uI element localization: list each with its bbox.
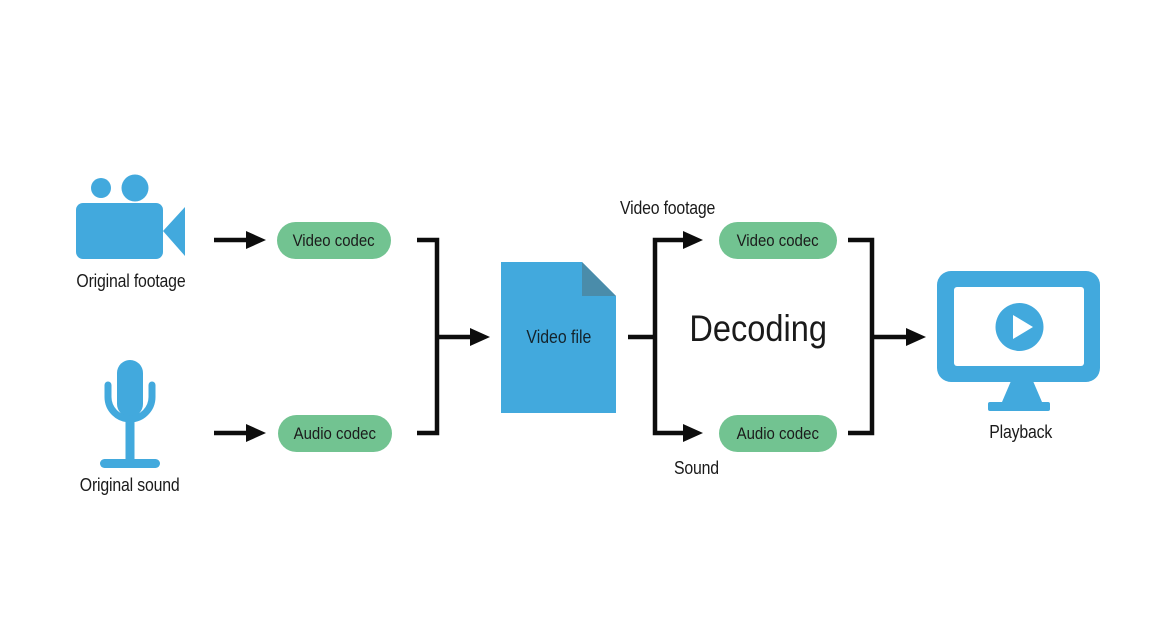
decode-video-branch-label: Video footage — [620, 198, 716, 218]
decode-audio-codec-pill: Audio codec — [719, 415, 837, 452]
decoding-title: Decoding — [689, 308, 827, 349]
arrowhead — [906, 328, 926, 346]
video-camera-icon — [76, 174, 185, 259]
playback-label: Playback — [989, 422, 1053, 442]
encode-video-codec-pill: Video codec — [277, 222, 391, 259]
source-video-label: Original footage — [76, 271, 186, 291]
decode-split-bracket — [652, 237, 686, 436]
video-file-label: Video file — [526, 327, 591, 347]
arrowhead — [246, 231, 266, 249]
arrowhead — [683, 424, 703, 442]
encode-audio-codec-pill: Audio codec — [278, 415, 392, 452]
decode-audio-branch-label: Sound — [674, 458, 719, 478]
decode-merge-bracket — [848, 237, 875, 436]
arrowhead — [470, 328, 490, 346]
encode-merge-bracket — [417, 237, 440, 436]
monitor-play-icon — [937, 271, 1100, 411]
microphone-icon — [100, 360, 160, 468]
arrowhead — [246, 424, 266, 442]
source-audio-label: Original sound — [80, 475, 180, 495]
decode-video-codec-pill: Video codec — [719, 222, 837, 259]
arrowhead — [683, 231, 703, 249]
